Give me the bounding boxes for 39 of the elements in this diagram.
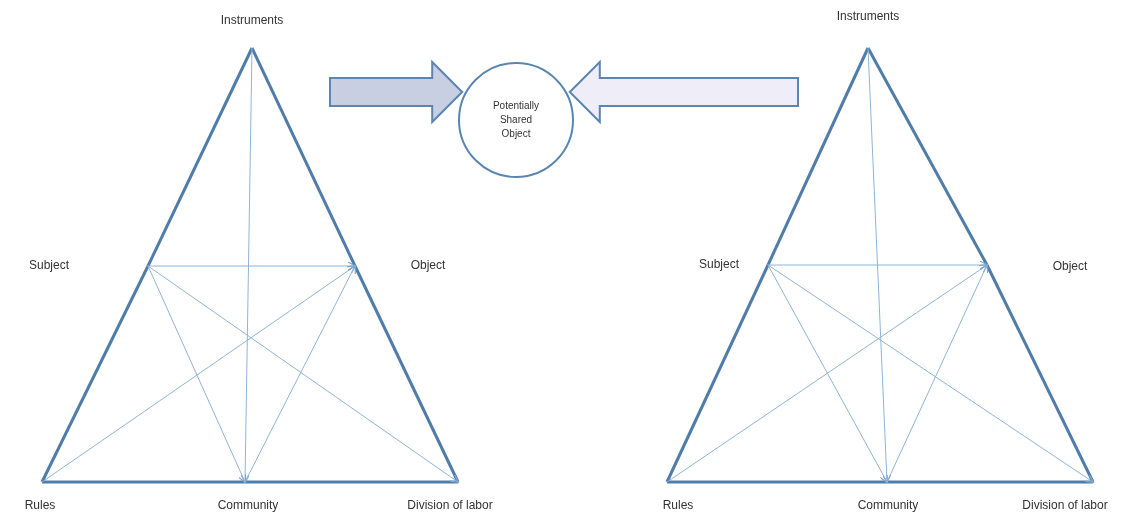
vertex-label: Rules — [652, 479, 704, 513]
vertex-label: Division of labor — [1000, 479, 1130, 513]
arrow — [240, 47, 253, 484]
arrow — [147, 261, 357, 271]
arrow — [767, 260, 989, 270]
triangle-side — [887, 480, 1093, 484]
triangle-side — [665, 264, 770, 483]
block-arrow — [568, 59, 799, 125]
triangle-side — [766, 47, 870, 266]
triangle-side — [985, 264, 1095, 483]
triangle-side — [40, 265, 150, 483]
arrow — [767, 264, 888, 484]
arrow — [147, 265, 247, 484]
circle-label: Potentially Shared Object — [491, 99, 541, 141]
arrow — [244, 264, 356, 483]
vertex-label: Subject — [14, 257, 151, 273]
vertex-label: Object — [352, 257, 458, 273]
triangle-side — [250, 47, 357, 267]
vertex-label: Rules — [14, 479, 66, 513]
triangle-side — [245, 480, 458, 484]
vertex-label: Instruments — [818, 8, 918, 51]
triangle-side — [146, 47, 254, 267]
triangle-side — [42, 480, 245, 484]
arrow — [886, 263, 989, 483]
arrow — [666, 263, 989, 483]
arrow — [867, 47, 892, 484]
vertex-label: Object — [984, 258, 1100, 274]
triangle-side — [353, 265, 460, 483]
arrow — [147, 265, 460, 484]
vertex-label: Division of labor — [385, 479, 515, 513]
arrow — [767, 264, 1095, 484]
block-arrow — [329, 59, 464, 125]
vertex-label: Community — [840, 479, 936, 513]
vertex-label: Subject — [684, 256, 771, 272]
vertex-label: Community — [200, 479, 296, 513]
triangle-side — [667, 480, 887, 484]
triangle-side — [866, 47, 989, 266]
arrow — [41, 264, 357, 483]
vertex-label: Instruments — [202, 12, 302, 51]
